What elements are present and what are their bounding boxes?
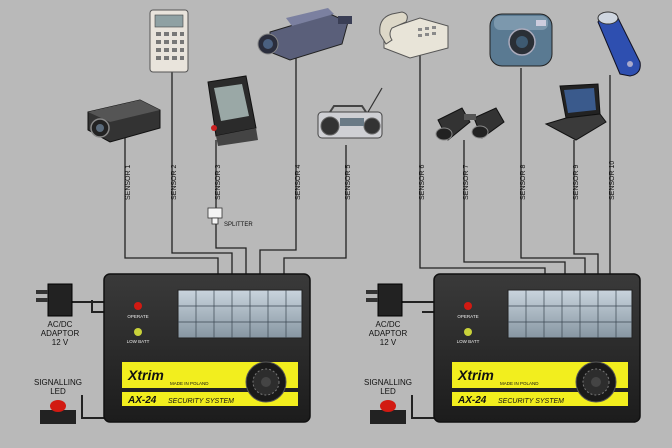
svg-text:ADAPTOR: ADAPTOR: [369, 329, 408, 338]
terminal-grid-right: [508, 290, 632, 338]
svg-text:SIGNALLING: SIGNALLING: [34, 378, 82, 387]
svg-text:LED: LED: [50, 387, 66, 396]
sensor-label-6: SENSOR 6: [419, 164, 426, 200]
signalling-led-left-icon: [40, 400, 76, 424]
boombox-icon: [317, 87, 383, 139]
calculator-icon: [149, 9, 189, 73]
siren-icon-left: [245, 361, 287, 403]
svg-text:12 V: 12 V: [380, 338, 397, 347]
control-panel-right: OPERATE LOW BATT Xtrim MADE IN POLAND AX…: [433, 273, 641, 423]
operate-led-left: [134, 302, 142, 310]
made-in-right: MADE IN POLAND: [500, 381, 539, 386]
adaptor-left-icon: [36, 283, 73, 317]
phone-icon: [379, 11, 449, 59]
sensor-label-8: SENSOR 8: [520, 164, 527, 200]
low-batt-label-left: LOW BATT: [127, 339, 150, 344]
pda-icon: [207, 75, 258, 146]
sensor-label-7: SENSOR 7: [463, 164, 470, 200]
sensor-label-3: SENSOR 3: [215, 164, 222, 200]
svg-text:12 V: 12 V: [52, 338, 69, 347]
system-left: SECURITY SYSTEM: [168, 398, 234, 405]
operate-label-right: OPERATE: [457, 314, 478, 319]
svg-text:LED: LED: [380, 387, 396, 396]
control-panel-left: OPERATE LOW BATT Xtrim MADE IN POLAND AX…: [103, 273, 311, 423]
model-left: AX-24: [127, 395, 157, 406]
splitter-label: SPLITTER: [224, 222, 253, 228]
adaptor-right-label: AC/DC ADAPTOR 12 V: [369, 320, 408, 347]
operate-label-left: OPERATE: [127, 314, 148, 319]
terminal-grid-left: [178, 290, 302, 338]
operate-led-right: [464, 302, 472, 310]
laptop-icon: [544, 83, 607, 141]
signalling-led-right-icon: [370, 400, 406, 424]
sensor-label-2: SENSOR 2: [171, 164, 178, 200]
made-in-left: MADE IN POLAND: [170, 381, 209, 386]
model-right: AX-24: [457, 395, 487, 406]
splitter-icon: [207, 207, 223, 225]
projector-icon: [87, 99, 161, 143]
led-left-label: SIGNALLING LED: [34, 378, 82, 396]
sensor-label-1: SENSOR 1: [125, 164, 132, 200]
sensor-label-10: SENSOR 10: [609, 161, 616, 200]
low-batt-label-right: LOW BATT: [457, 339, 480, 344]
brand-left: Xtrim: [127, 367, 164, 383]
shaver-icon: [597, 11, 641, 77]
led-right-label: SIGNALLING LED: [364, 378, 412, 396]
system-right: SECURITY SYSTEM: [498, 398, 564, 405]
siren-icon-right: [575, 361, 617, 403]
low-batt-led-left: [134, 328, 142, 336]
brand-right: Xtrim: [457, 367, 494, 383]
camcorder-icon: [257, 8, 352, 61]
adaptor-left-label: AC/DC ADAPTOR 12 V: [41, 320, 80, 347]
camera-icon: [489, 13, 553, 67]
sensor-label-5: SENSOR 5: [345, 164, 352, 200]
svg-text:SIGNALLING: SIGNALLING: [364, 378, 412, 387]
binoculars-icon: [435, 107, 505, 141]
sensor-labels: SENSOR 1 SENSOR 2 SENSOR 3 SENSOR 4 SENS…: [125, 161, 616, 200]
svg-text:AC/DC: AC/DC: [48, 320, 73, 329]
sensor-label-4: SENSOR 4: [295, 164, 302, 200]
svg-text:AC/DC: AC/DC: [376, 320, 401, 329]
svg-text:ADAPTOR: ADAPTOR: [41, 329, 80, 338]
low-batt-led-right: [464, 328, 472, 336]
sensor-label-9: SENSOR 9: [573, 164, 580, 200]
adaptor-right-icon: [366, 283, 403, 317]
